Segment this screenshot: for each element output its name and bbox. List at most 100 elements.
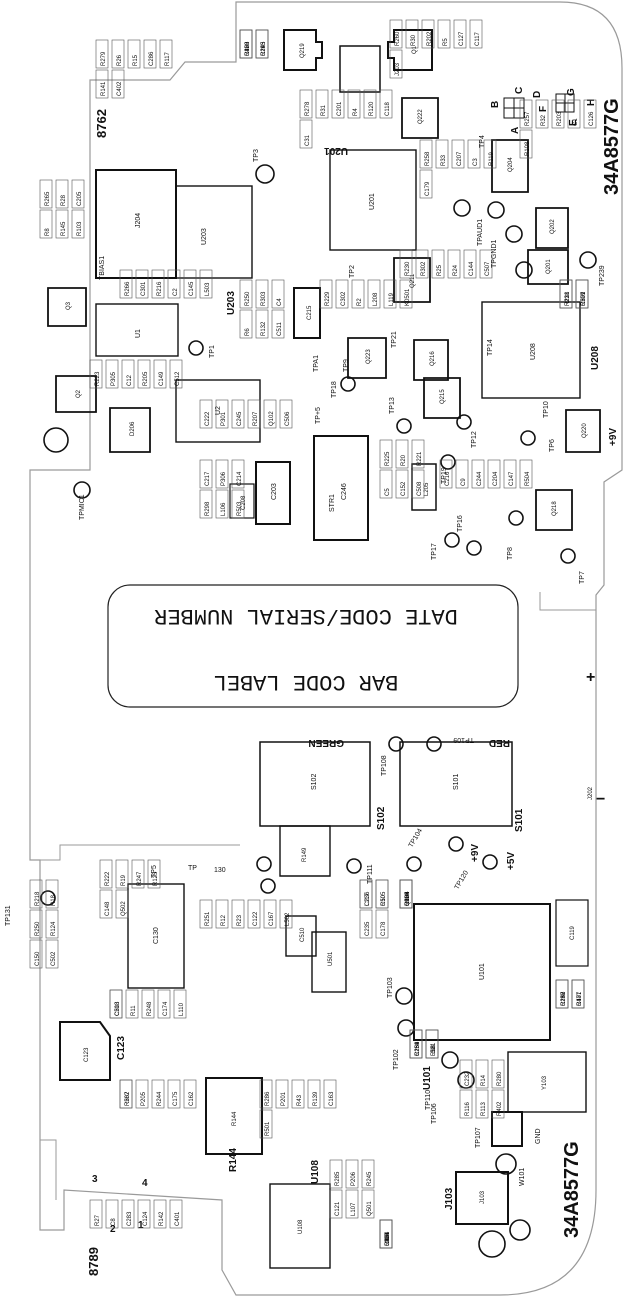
component-pad <box>231 489 245 519</box>
component-label: R117 <box>165 51 171 66</box>
component-pad <box>367 279 381 309</box>
l205-label: L205 <box>424 482 430 496</box>
component-label: C216 <box>445 471 451 486</box>
marker-e: E <box>568 119 579 126</box>
component-pad <box>399 879 413 909</box>
component-label: Q501 <box>367 1201 373 1216</box>
component-pad <box>279 899 293 929</box>
component-pad <box>247 899 261 929</box>
component-label: R142 <box>159 1211 165 1226</box>
component-pad <box>137 1199 151 1229</box>
component-label: C504 <box>405 891 411 906</box>
tp-label: TP6 <box>549 439 556 452</box>
tp-label: TP9 <box>343 359 350 372</box>
component-pad <box>119 269 133 299</box>
component-pad <box>503 459 517 489</box>
component-label: L110 <box>179 1002 185 1016</box>
barcode-label-area <box>107 584 519 708</box>
component-pad <box>89 1199 103 1229</box>
component-label: C509 <box>581 291 587 306</box>
component-pad <box>463 249 477 279</box>
component-pad <box>383 279 397 309</box>
component-label: P201 <box>281 1091 287 1106</box>
component-pad <box>329 1159 343 1189</box>
component-pad <box>271 279 285 309</box>
u208-label: U208 <box>530 343 537 360</box>
component-pad <box>395 439 409 469</box>
component-pad <box>45 939 59 969</box>
marker-d: D <box>532 91 543 98</box>
component-pad <box>279 399 293 429</box>
component-label: R116 <box>465 1101 471 1116</box>
component-label: C152 <box>401 481 407 496</box>
component-label: C217 <box>205 471 211 486</box>
c130-label: C130 <box>153 927 160 944</box>
q222-outline <box>401 97 439 139</box>
q204-outline <box>491 139 529 193</box>
c119-label: C119 <box>570 925 576 940</box>
component-pad <box>215 899 229 929</box>
component-label: R141 <box>101 81 107 96</box>
component-label: C164 <box>415 1041 421 1056</box>
q218-outline <box>535 489 573 531</box>
minus-mark: − <box>596 791 605 808</box>
component-label: R2 <box>357 298 363 306</box>
component-label: C401 <box>175 1211 181 1226</box>
marker-4: 4 <box>142 1178 148 1189</box>
q219-label: Q219 <box>300 43 306 58</box>
component-label: C286 <box>149 51 155 66</box>
component-pad <box>479 249 493 279</box>
c246-label: C246 <box>341 483 348 500</box>
component-pad <box>389 49 403 79</box>
component-pad <box>409 1029 423 1059</box>
component-pad <box>483 139 497 169</box>
s101-label: S101 <box>453 774 460 790</box>
component-pad <box>71 179 85 209</box>
q211-label: Q211 <box>410 273 416 288</box>
q221-outline <box>339 45 381 93</box>
component-label: P305 <box>111 371 117 386</box>
component-label: R131 <box>565 291 571 306</box>
tp-label: TP131 <box>5 905 12 926</box>
component-label: C235 <box>365 921 371 936</box>
component-label: R228 <box>565 291 571 306</box>
component-label: R218 <box>35 891 41 906</box>
tp-label: TP12 <box>471 431 478 448</box>
component-label: R223 <box>95 371 101 386</box>
component-label: R143 <box>261 41 267 56</box>
u108-label: U108 <box>298 1219 304 1234</box>
component-pad <box>379 439 393 469</box>
component-label: R23 <box>237 914 243 926</box>
component-label: R45 <box>245 44 251 56</box>
q2-outline <box>55 375 97 413</box>
c130-outline <box>127 883 185 989</box>
component-pad <box>535 99 549 129</box>
component-pad <box>119 1079 133 1109</box>
component-label: R125 <box>153 871 159 886</box>
component-label: C167 <box>269 911 275 926</box>
component-pad <box>95 39 109 69</box>
component-pad <box>271 309 285 339</box>
component-label: C505 <box>381 891 387 906</box>
u108-outline <box>269 1183 331 1269</box>
red-label: RED <box>489 737 510 748</box>
component-label: R216 <box>157 281 163 296</box>
u1-outline <box>95 303 179 357</box>
tp-label: TP4 <box>479 135 486 148</box>
component-pad <box>359 909 373 939</box>
component-pad <box>351 279 365 309</box>
inner-cutout <box>539 592 596 611</box>
component-pad <box>231 899 245 929</box>
component-label: R255 <box>405 891 411 906</box>
component-label: C402 <box>117 81 123 96</box>
component-label: C179 <box>425 181 431 196</box>
marker-c: C <box>514 87 525 94</box>
component-label: R278 <box>305 101 311 116</box>
tp-label: TP13 <box>389 397 396 414</box>
bottom-code: 8789 <box>86 1247 101 1276</box>
tp-label: TP21 <box>391 331 398 348</box>
component-pad <box>519 129 533 159</box>
inner-cutout <box>40 844 240 861</box>
component-pad <box>379 1219 393 1249</box>
q215-label: Q215 <box>440 389 446 404</box>
